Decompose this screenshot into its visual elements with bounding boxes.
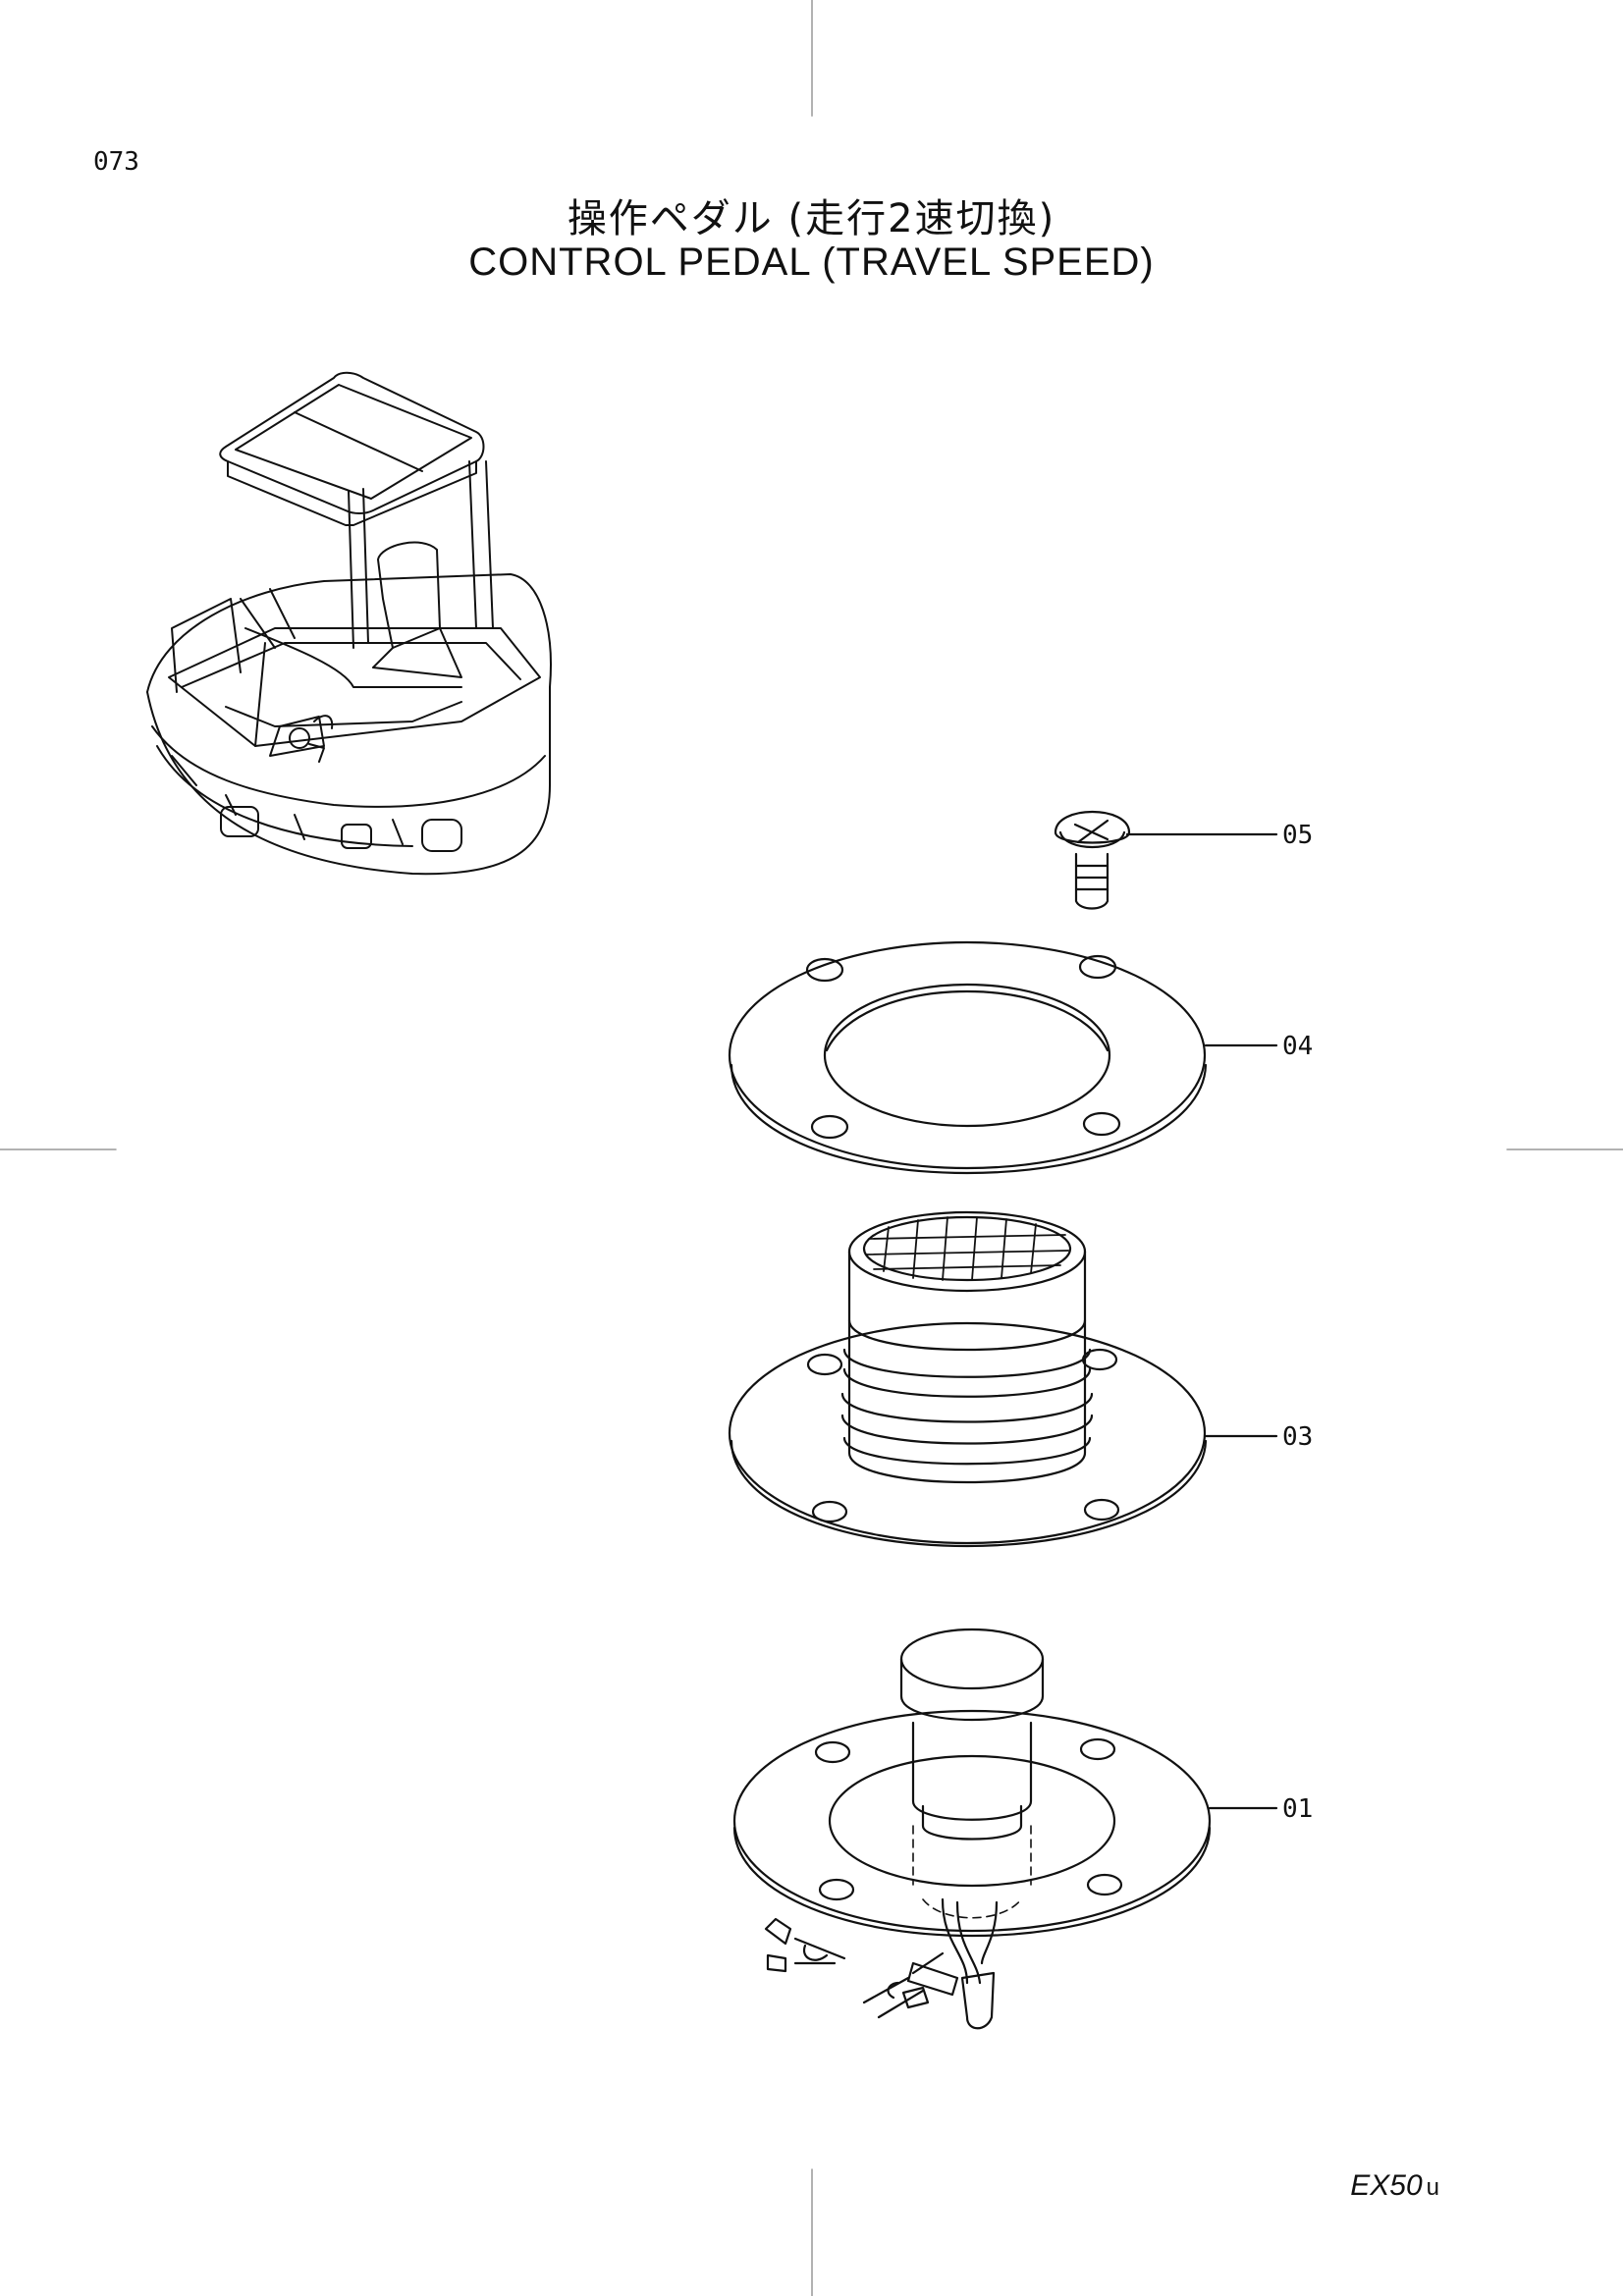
- part-callout-03: 03: [1282, 1422, 1314, 1452]
- page-number: 073: [93, 147, 139, 177]
- part-callout-04: 04: [1282, 1032, 1314, 1061]
- switch-icon: [732, 1628, 1212, 2030]
- cover-plate-icon: [728, 940, 1208, 1175]
- part-callout-01: 01: [1282, 1794, 1314, 1824]
- page-title-japanese: 操作ペダル (走行2速切換): [567, 196, 1056, 241]
- model-suffix: u: [1426, 2174, 1439, 2201]
- excavator-cab-location-view: [146, 371, 552, 876]
- part-callout-05: 05: [1282, 821, 1314, 850]
- pedal-rubber-icon: [728, 1210, 1208, 1548]
- screw-icon: [1054, 810, 1131, 910]
- page-title-english: CONTROL PEDAL (TRAVEL SPEED): [468, 240, 1155, 284]
- model-name: EX50: [1350, 2169, 1423, 2202]
